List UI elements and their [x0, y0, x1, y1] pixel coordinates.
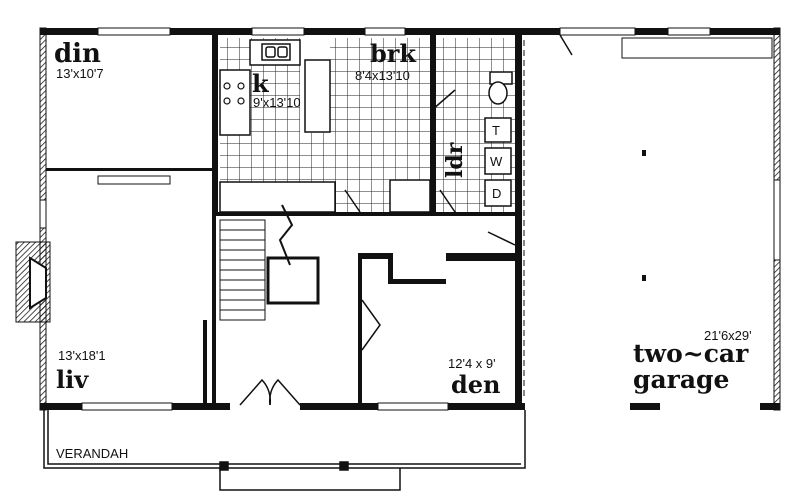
room-size-den: 12'4 x 9'	[448, 356, 496, 371]
room-label-garage-2: garage	[633, 365, 729, 394]
room-label-brk: brk	[370, 39, 417, 68]
room-size-din: 13'x10'7	[56, 66, 104, 81]
interior-walls	[46, 35, 516, 410]
room-label-ldr: ldr	[442, 142, 468, 178]
washer-label: W	[490, 154, 503, 169]
garage-shelf	[621, 37, 773, 59]
sink-icon	[261, 43, 291, 61]
toilet-icon	[488, 71, 513, 105]
room-size-garage: 21'6x29'	[704, 328, 752, 343]
dryer-label: D	[492, 186, 501, 201]
room-label-k: k	[252, 69, 270, 98]
doors	[239, 34, 573, 406]
room-size-k: 9'x13'10	[253, 95, 301, 110]
room-label-garage-1: two~car	[633, 339, 749, 368]
kitchen-counters	[219, 39, 431, 213]
room-label-liv: liv	[56, 365, 89, 394]
stove-icon	[223, 82, 245, 105]
room-label-din: din	[54, 39, 101, 69]
verandah	[43, 410, 526, 491]
room-size-brk: 8'4x13'10	[355, 68, 410, 83]
room-size-liv: 13'x18'1	[58, 348, 106, 363]
staircase	[219, 204, 320, 321]
toilet-label: T	[492, 123, 500, 138]
laundry-appliances	[484, 117, 512, 207]
room-label-verandah: VERANDAH	[56, 446, 128, 461]
room-label-den: den	[451, 370, 501, 399]
windows	[39, 27, 781, 411]
fireplace	[15, 241, 51, 323]
